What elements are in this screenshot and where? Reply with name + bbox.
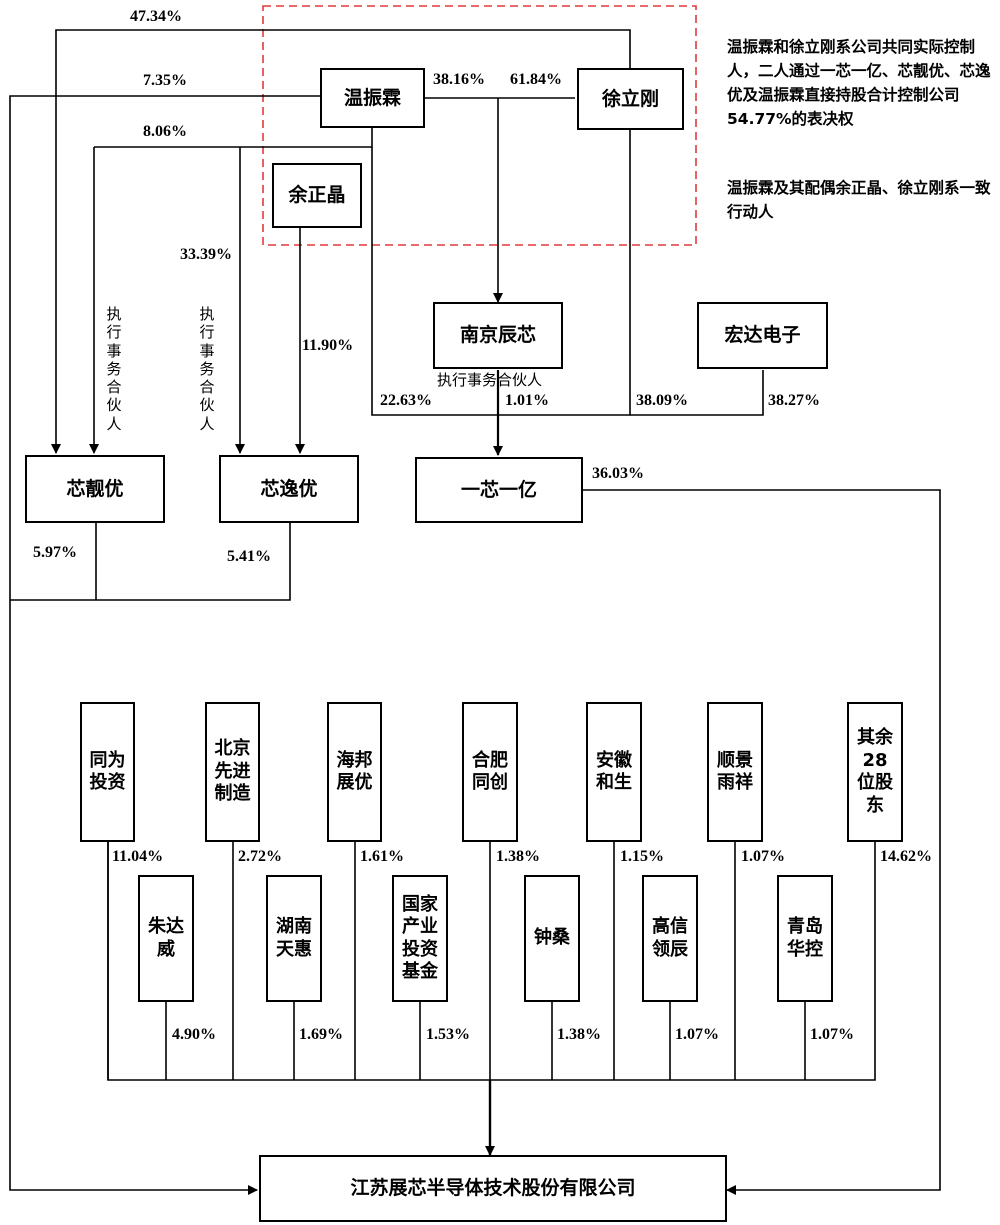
- pct-xu-to-nanjing: 61.84%: [510, 71, 562, 88]
- entity-xinyiyou: 芯逸优: [219, 455, 359, 523]
- pct-wen-to-company: 7.35%: [143, 72, 187, 89]
- pct-zhongsang: 1.38%: [557, 1026, 601, 1043]
- entity-yu-label: 余正晶: [288, 184, 346, 207]
- line-wen-to-yixin: [371, 147, 498, 416]
- pct-guojia: 1.53%: [426, 1026, 470, 1043]
- pct-hunan: 1.69%: [299, 1026, 343, 1043]
- line-yixin-to-company: [583, 489, 941, 1195]
- shareholder-shunjing: 顺景雨祥: [707, 702, 763, 842]
- pct-others: 14.62%: [880, 848, 932, 865]
- entity-wen-label: 温振霖: [343, 86, 401, 109]
- pct-anhui: 1.15%: [620, 848, 664, 865]
- entity-hongda-label: 宏达电子: [724, 324, 801, 347]
- pct-yu-to-xinyiyou: 11.90%: [302, 337, 354, 354]
- shareholder-others: 其余28位股东: [847, 702, 903, 842]
- exec-partner-label-nanjing: 执行事务合伙人: [437, 371, 543, 389]
- shareholder-anhui: 安徽和生: [586, 702, 642, 842]
- entity-company-label: 江苏展芯半导体技术股份有限公司: [350, 1177, 636, 1200]
- note-concert-parties: 温振霖及其配偶余正晶、徐立刚系一致行动人: [727, 179, 991, 222]
- pct-gaoxin: 1.07%: [675, 1026, 719, 1043]
- pct-hongda-to-yixin: 38.27%: [768, 392, 820, 409]
- entity-company: 江苏展芯半导体技术股份有限公司: [259, 1155, 727, 1222]
- note-actual-controllers: 温振霖和徐立刚系公司共同实际控制人，二人通过一芯一亿、芯靓优、芯逸优及温振霖直接…: [727, 38, 991, 129]
- entity-xinliangyou: 芯靓优: [25, 455, 165, 523]
- entity-yixin-label: 一芯一亿: [460, 478, 537, 501]
- pct-nanjing-to-yixin: 1.01%: [505, 392, 549, 409]
- line-wen-to-company: [9, 95, 320, 1195]
- pct-xinyiyou-to-company: 5.41%: [227, 548, 271, 565]
- entity-yu: 余正晶: [272, 163, 362, 228]
- shareholder-hunan-label: 湖南天惠: [276, 916, 312, 960]
- shareholder-tongwei: 同为投资: [80, 702, 135, 842]
- pct-zhudawei: 4.90%: [172, 1026, 216, 1043]
- pct-wen-to-nanjing: 38.16%: [433, 71, 485, 88]
- shareholder-guojia-label: 国家产业投资基金: [402, 893, 438, 983]
- entity-xu: 徐立刚: [577, 68, 684, 130]
- pct-xinliangyou-to-company: 5.97%: [33, 544, 77, 561]
- pct-xu-to-xinliangyou: 47.34%: [130, 8, 182, 25]
- shareholder-shunjing-label: 顺景雨祥: [717, 749, 753, 794]
- entity-yixin: 一芯一亿: [415, 457, 583, 523]
- line-hongda-to-yixin: [630, 370, 764, 416]
- pct-tongwei: 11.04%: [112, 848, 164, 865]
- shareholder-zhongsang: 钟桑: [524, 875, 580, 1002]
- line-wen-to-limited-partnerships: [94, 128, 373, 148]
- pct-wen-to-xinliangyou: 8.06%: [143, 123, 187, 140]
- entity-xu-label: 徐立刚: [601, 87, 659, 110]
- pct-yixin-to-company: 36.03%: [592, 465, 644, 482]
- shareholder-others-label: 其余28位股东: [857, 727, 893, 816]
- exec-partner-label-xinliangyou: 执行事务合伙人: [106, 305, 122, 433]
- shareholder-hefei-label: 合肥同创: [472, 749, 508, 794]
- pct-shunjing: 1.07%: [741, 848, 785, 865]
- pct-xu-to-yixin: 38.09%: [636, 392, 688, 409]
- shareholder-zhongsang-label: 钟桑: [534, 927, 570, 949]
- control-group-frame: [262, 5, 697, 246]
- shareholder-beijing: 北京先进制造: [205, 702, 260, 842]
- pct-qingdao: 1.07%: [810, 1026, 854, 1043]
- pct-beijing: 2.72%: [238, 848, 282, 865]
- shareholder-anhui-label: 安徽和生: [596, 749, 632, 794]
- exec-partner-label-xinyiyou: 执行事务合伙人: [199, 305, 215, 433]
- entity-xinyiyou-label: 芯逸优: [260, 477, 318, 500]
- shareholder-hunan: 湖南天惠: [266, 875, 322, 1002]
- entity-wen: 温振霖: [320, 68, 425, 128]
- entity-hongda: 宏达电子: [697, 302, 828, 369]
- shareholder-zhudawei: 朱达威: [138, 875, 194, 1002]
- shareholder-gaoxin: 高信领辰: [642, 875, 698, 1002]
- entity-nanjing: 南京辰芯: [433, 302, 563, 369]
- line-xu-to-xinliangyou: [51, 29, 631, 454]
- line-xinyiyou-down: [10, 523, 291, 601]
- shareholder-qingdao-label: 青岛华控: [787, 916, 823, 960]
- shareholder-tongwei-label: 同为投资: [89, 749, 126, 794]
- pct-hefei: 1.38%: [496, 848, 540, 865]
- shareholder-hefei: 合肥同创: [462, 702, 518, 842]
- shareholder-qingdao: 青岛华控: [777, 875, 833, 1002]
- shareholder-bus: [107, 842, 876, 1081]
- pct-wen-to-yixin: 22.63%: [380, 392, 432, 409]
- shareholder-guojia: 国家产业投资基金: [392, 875, 448, 1002]
- shareholder-beijing-label: 北京先进制造: [214, 738, 251, 805]
- entity-nanjing-label: 南京辰芯: [459, 324, 536, 347]
- shareholder-haibang-label: 海邦展优: [336, 749, 373, 794]
- pct-haibang: 1.61%: [360, 848, 404, 865]
- shareholder-zhudawei-label: 朱达威: [148, 916, 184, 960]
- shareholder-haibang: 海邦展优: [327, 702, 382, 842]
- shareholder-gaoxin-label: 高信领辰: [652, 916, 688, 960]
- entity-xinliangyou-label: 芯靓优: [66, 477, 124, 500]
- pct-wen-to-xinyiyou: 33.39%: [180, 246, 232, 263]
